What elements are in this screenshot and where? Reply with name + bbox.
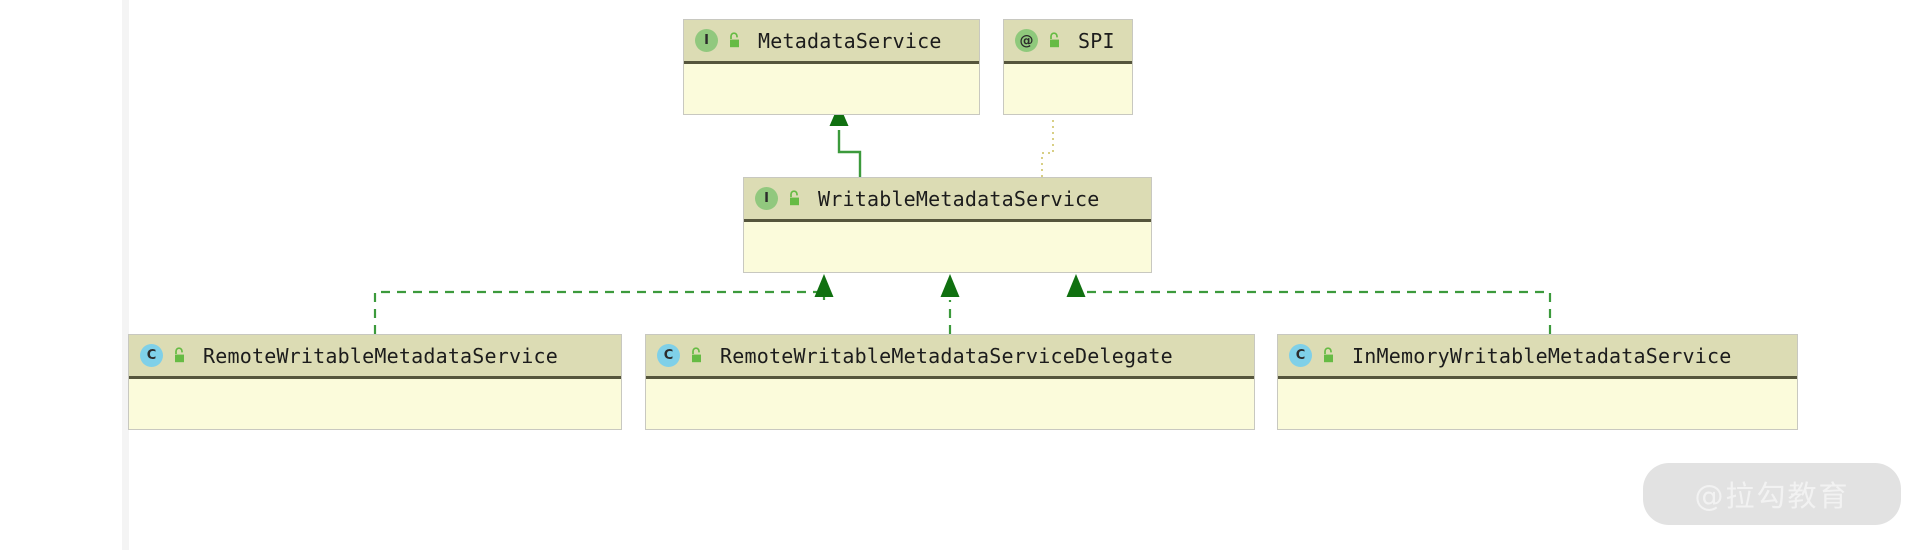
interface-badge-icon: I: [755, 187, 778, 210]
uml-node-title: RemoteWritableMetadataService: [203, 343, 558, 368]
edge-annotation-writable-to-spi: [1041, 116, 1054, 177]
unlock-icon: [175, 347, 184, 363]
uml-node-writable-metadata-service[interactable]: I WritableMetadataService: [743, 177, 1152, 273]
uml-node-header: I MetadataService: [684, 20, 979, 64]
unlock-icon: [730, 32, 739, 48]
unlock-icon: [790, 190, 799, 206]
uml-node-title: WritableMetadataService: [818, 186, 1100, 211]
unlock-icon: [1050, 32, 1059, 48]
uml-node-body: [129, 379, 621, 428]
uml-node-body: [1278, 379, 1797, 428]
uml-node-header: @ SPI: [1004, 20, 1132, 64]
uml-node-in-memory-writable-metadata-service[interactable]: C InMemoryWritableMetadataService: [1277, 334, 1798, 430]
uml-node-body: [744, 222, 1151, 271]
edge-realization-inmemory-to-writable: [1066, 274, 1552, 334]
uml-node-metadata-service[interactable]: I MetadataService: [683, 19, 980, 115]
interface-badge-icon: I: [695, 29, 718, 52]
uml-node-body: [646, 379, 1254, 428]
unlock-icon: [1324, 347, 1333, 363]
uml-node-body: [684, 64, 979, 113]
watermark-badge: @拉勾教育: [1643, 463, 1901, 525]
uml-node-remote-writable-metadata-service-delegate[interactable]: C RemoteWritableMetadataServiceDelegate: [645, 334, 1255, 430]
annotation-badge-icon: @: [1015, 29, 1038, 52]
class-badge-icon: C: [657, 344, 680, 367]
uml-node-header: C InMemoryWritableMetadataService: [1278, 335, 1797, 379]
left-guide-band: [122, 0, 129, 550]
watermark-text: @拉勾教育: [1694, 479, 1850, 513]
uml-node-header: I WritableMetadataService: [744, 178, 1151, 222]
uml-node-header: C RemoteWritableMetadataServiceDelegate: [646, 335, 1254, 379]
unlock-icon: [692, 347, 701, 363]
uml-node-remote-writable-metadata-service[interactable]: C RemoteWritableMetadataService: [128, 334, 622, 430]
uml-node-title: RemoteWritableMetadataServiceDelegate: [720, 343, 1173, 368]
edge-realization-remote-to-writable: [373, 274, 834, 334]
class-badge-icon: C: [1289, 344, 1312, 367]
edge-realization-delegate-to-writable: [940, 274, 960, 334]
uml-node-title: MetadataService: [758, 28, 942, 53]
uml-node-spi[interactable]: @ SPI: [1003, 19, 1133, 115]
uml-node-title: SPI: [1078, 28, 1115, 53]
uml-node-title: InMemoryWritableMetadataService: [1352, 343, 1732, 368]
class-badge-icon: C: [140, 344, 163, 367]
uml-node-body: [1004, 64, 1132, 113]
uml-node-header: C RemoteWritableMetadataService: [129, 335, 621, 379]
